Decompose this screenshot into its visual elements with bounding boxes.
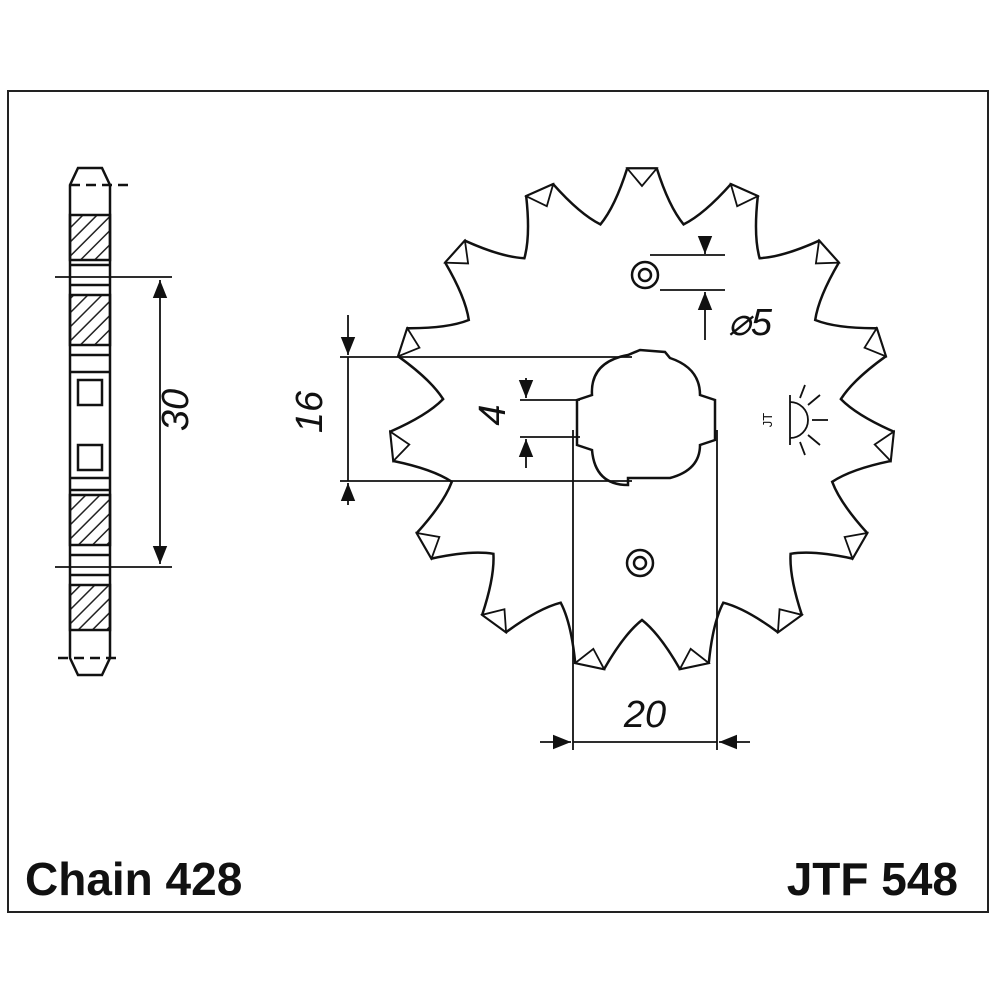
tooth-tip <box>729 182 760 208</box>
hole-spacing-label: 20 <box>623 694 666 736</box>
tooth-tip <box>415 531 441 561</box>
tooth-tip-marks <box>389 167 895 671</box>
key-width-label: 4 <box>472 404 514 425</box>
stamp-text: JT <box>760 413 775 428</box>
side-width-label: 30 <box>155 389 197 431</box>
tooth-tip <box>480 608 508 635</box>
side-view <box>55 166 172 677</box>
tooth-tip <box>625 167 659 188</box>
tooth-tip <box>573 647 606 671</box>
spline-diameter-label: 16 <box>289 390 331 433</box>
tooth-tip <box>776 608 804 635</box>
drawing-frame <box>7 90 989 913</box>
hole-diameter-label: ⌀5 <box>728 302 773 344</box>
jt-stamp-mark <box>789 384 828 456</box>
tooth-tip <box>389 429 411 464</box>
tooth-tip <box>524 182 555 208</box>
chain-label: Chain 428 <box>25 853 242 905</box>
tooth-tip <box>863 326 888 358</box>
tooth-tip <box>443 238 470 265</box>
tooth-tip <box>873 429 895 464</box>
part-number: JTF 548 <box>787 853 958 905</box>
lower-hole <box>625 548 655 578</box>
tooth-tip <box>396 326 421 358</box>
upper-hole <box>630 260 660 290</box>
sprocket-face <box>340 167 896 750</box>
tooth-tip <box>814 238 841 265</box>
spline-bore <box>575 348 717 487</box>
tooth-tip <box>843 531 869 561</box>
tooth-tip <box>678 647 711 671</box>
